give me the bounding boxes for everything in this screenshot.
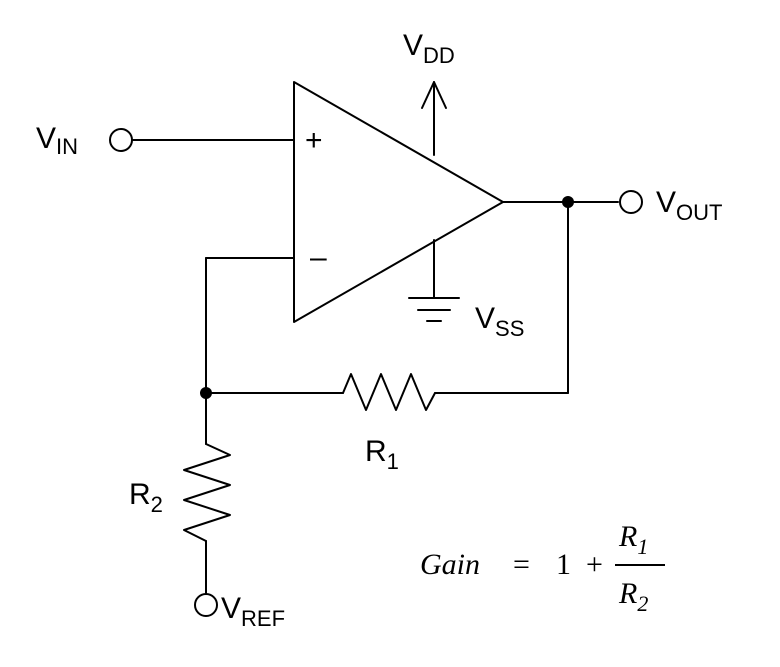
opamp-plus-sign: + — [305, 124, 323, 157]
vin-terminal — [109, 128, 133, 152]
r1-label: R1 — [365, 435, 399, 474]
resistor-r2 — [183, 443, 231, 542]
vout-label: VOUT — [656, 186, 722, 225]
formula-equals: = — [513, 548, 530, 581]
vdd-label: VDD — [403, 29, 455, 68]
opamp-minus-sign: – — [310, 241, 327, 274]
gain-formula: Gain = 1 + R1 R2 — [420, 520, 665, 616]
r2-label: R2 — [129, 478, 163, 517]
formula-denominator: R2 — [618, 577, 648, 616]
formula-lhs: Gain — [420, 548, 480, 581]
formula-one: 1 — [556, 548, 571, 581]
vdd-arrow-icon — [421, 81, 447, 109]
vref-terminal — [194, 593, 218, 617]
junction-output — [562, 196, 574, 208]
vss-label: VSS — [475, 302, 524, 341]
vref-label: VREF — [221, 592, 285, 631]
vout-terminal — [619, 190, 643, 214]
vin-label: VIN — [36, 122, 78, 159]
opamp-triangle — [293, 81, 504, 323]
formula-numerator: R1 — [618, 520, 648, 559]
junction-feedback — [200, 387, 212, 399]
formula-plus: + — [586, 548, 603, 581]
resistor-r1 — [342, 373, 436, 411]
